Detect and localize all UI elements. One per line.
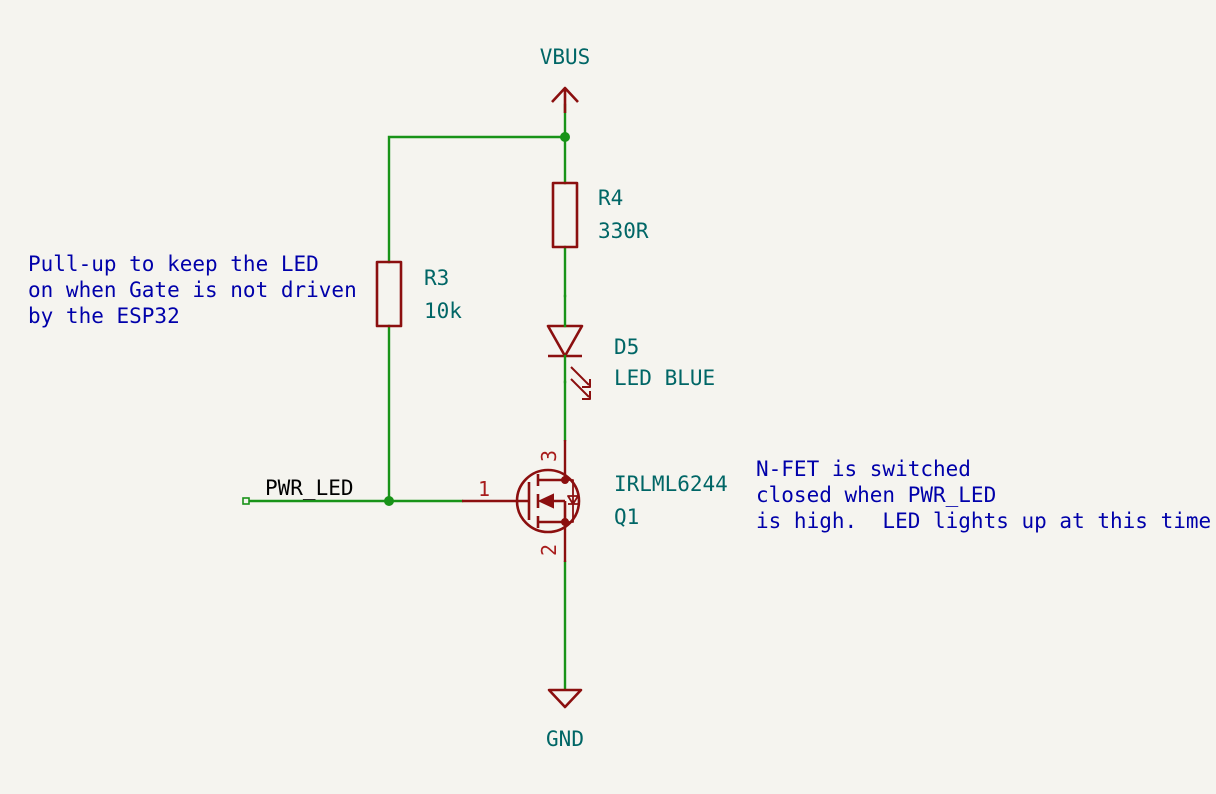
- note-fet-line-2: closed when PWR_LED: [756, 483, 996, 507]
- led-d5[interactable]: D5 LED BLUE: [546, 294, 715, 400]
- q1-reference: Q1: [614, 505, 639, 529]
- wire-vbus-to-r3: [387, 135, 567, 264]
- resistor-r4-body-icon: [551, 181, 579, 249]
- led-d5-triangle-icon: [546, 324, 584, 358]
- net-port-marker-icon: [242, 497, 250, 505]
- note-pullup: Pull-up to keep the LED on when Gate is …: [28, 252, 357, 328]
- nmos-q1[interactable]: 1 3 2 IRLML6244 Q1: [462, 440, 728, 562]
- note-pullup-line-2: on when Gate is not driven: [28, 278, 357, 302]
- q1-pin-number-source: 2: [537, 544, 561, 556]
- note-pullup-line-3: by the ESP32: [28, 304, 180, 328]
- r3-reference: R3: [424, 266, 449, 290]
- d5-reference: D5: [614, 335, 639, 359]
- resistor-r3[interactable]: R3 10k: [375, 260, 462, 328]
- resistor-r3-body-icon: [375, 260, 403, 328]
- note-pullup-line-1: Pull-up to keep the LED: [28, 252, 319, 276]
- r4-value: 330R: [598, 219, 649, 243]
- junction-vbus: [560, 132, 570, 142]
- q1-pin-number-gate: 1: [478, 477, 490, 501]
- net-label-pwr-led[interactable]: PWR_LED: [242, 476, 354, 505]
- led-emission-arrows-icon: [570, 366, 591, 400]
- r3-value: 10k: [424, 299, 462, 323]
- q1-pin-number-drain: 3: [537, 450, 561, 462]
- vbus-arrow-icon: [551, 86, 579, 113]
- q1-drain-dot: [561, 476, 569, 484]
- resistor-r4[interactable]: R4 330R: [551, 181, 649, 249]
- gnd-power-symbol: GND: [546, 688, 584, 751]
- gnd-label: GND: [546, 727, 584, 751]
- r4-reference: R4: [598, 186, 623, 210]
- note-fet: N-FET is switched closed when PWR_LED is…: [756, 457, 1211, 533]
- gnd-triangle-icon: [547, 688, 583, 709]
- note-fet-line-3: is high. LED lights up at this time: [756, 509, 1211, 533]
- d5-value: LED BLUE: [614, 366, 715, 390]
- pwr-led-label: PWR_LED: [265, 476, 354, 500]
- wires: [248, 103, 570, 691]
- junction-gate: [384, 496, 394, 506]
- q1-source-dot: [561, 518, 569, 526]
- q1-value: IRLML6244: [614, 472, 728, 496]
- note-fet-line-1: N-FET is switched: [756, 457, 971, 481]
- vbus-label: VBUS: [540, 45, 591, 69]
- vbus-power-symbol: VBUS: [540, 45, 591, 113]
- q1-arrow-icon: [537, 493, 554, 509]
